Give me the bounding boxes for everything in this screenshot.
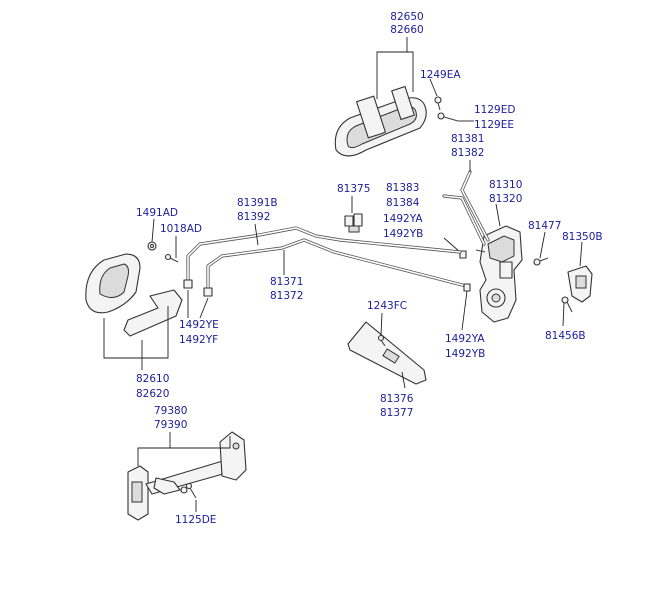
screw-1129ed xyxy=(437,112,474,122)
screw-1249ea xyxy=(429,78,442,111)
inside-handle-rods xyxy=(183,226,468,297)
label-81456b: 81456B xyxy=(545,330,586,342)
screw-1491ad xyxy=(147,218,157,251)
label-1491ad: 1491AD xyxy=(136,207,178,219)
label-81477: 81477 xyxy=(528,220,561,232)
bolt-1125de xyxy=(185,482,197,512)
label-1492yb-lower: 1492YB xyxy=(445,348,485,360)
label-81375: 81375 xyxy=(337,183,370,195)
inside-door-handle xyxy=(85,253,183,337)
door-latch-assembly xyxy=(475,225,523,323)
label-81383: 81383 xyxy=(386,182,419,194)
label-82660: 82660 xyxy=(390,24,423,36)
leader-82650 xyxy=(376,51,414,99)
label-82620: 82620 xyxy=(136,388,169,400)
label-81376: 81376 xyxy=(380,393,414,405)
label-1129ee: 1129EE xyxy=(474,119,514,131)
label-1018ad: 1018AD xyxy=(160,223,202,235)
label-81350b: 81350B xyxy=(562,231,603,243)
label-81392: 81392 xyxy=(237,211,270,223)
door-checker xyxy=(127,431,247,521)
bolt-1243fc xyxy=(377,312,386,347)
label-79380: 79380 xyxy=(154,405,187,417)
label-81320: 81320 xyxy=(489,193,522,205)
outside-door-handle xyxy=(334,86,427,157)
label-81310: 81310 xyxy=(489,179,522,191)
label-1492yb-upper: 1492YB xyxy=(383,228,423,240)
label-81391b: 81391B xyxy=(237,197,278,209)
label-1492ya-upper: 1492YA xyxy=(383,213,423,225)
label-1129ed: 1129ED xyxy=(474,104,515,116)
clip-1492ya-lower xyxy=(461,283,471,331)
screw-1018ad xyxy=(164,236,179,263)
label-1243fc: 1243FC xyxy=(367,300,407,312)
label-81384: 81384 xyxy=(386,197,420,209)
label-1249ea: 1249EA xyxy=(420,69,461,81)
label-1492ya-lower: 1492YA xyxy=(445,333,485,345)
label-82650: 82650 xyxy=(390,11,423,23)
label-81371: 81371 xyxy=(270,276,303,288)
striker-81350b xyxy=(567,241,593,303)
label-81382: 81382 xyxy=(451,147,484,159)
label-81377: 81377 xyxy=(380,407,413,419)
screw-81477 xyxy=(533,231,549,266)
bolt-81456b xyxy=(561,296,573,327)
label-1492yf: 1492YF xyxy=(179,334,218,346)
label-81372: 81372 xyxy=(270,290,303,302)
label-81381: 81381 xyxy=(451,133,484,145)
label-1125de: 1125DE xyxy=(175,514,216,526)
clip-1492ya-upper xyxy=(443,237,467,259)
bracket-81376 xyxy=(347,321,427,389)
label-79390: 79390 xyxy=(154,419,187,431)
label-82610: 82610 xyxy=(136,373,169,385)
rod-clip-81375 xyxy=(344,196,363,233)
label-1492ye: 1492YE xyxy=(179,319,219,331)
